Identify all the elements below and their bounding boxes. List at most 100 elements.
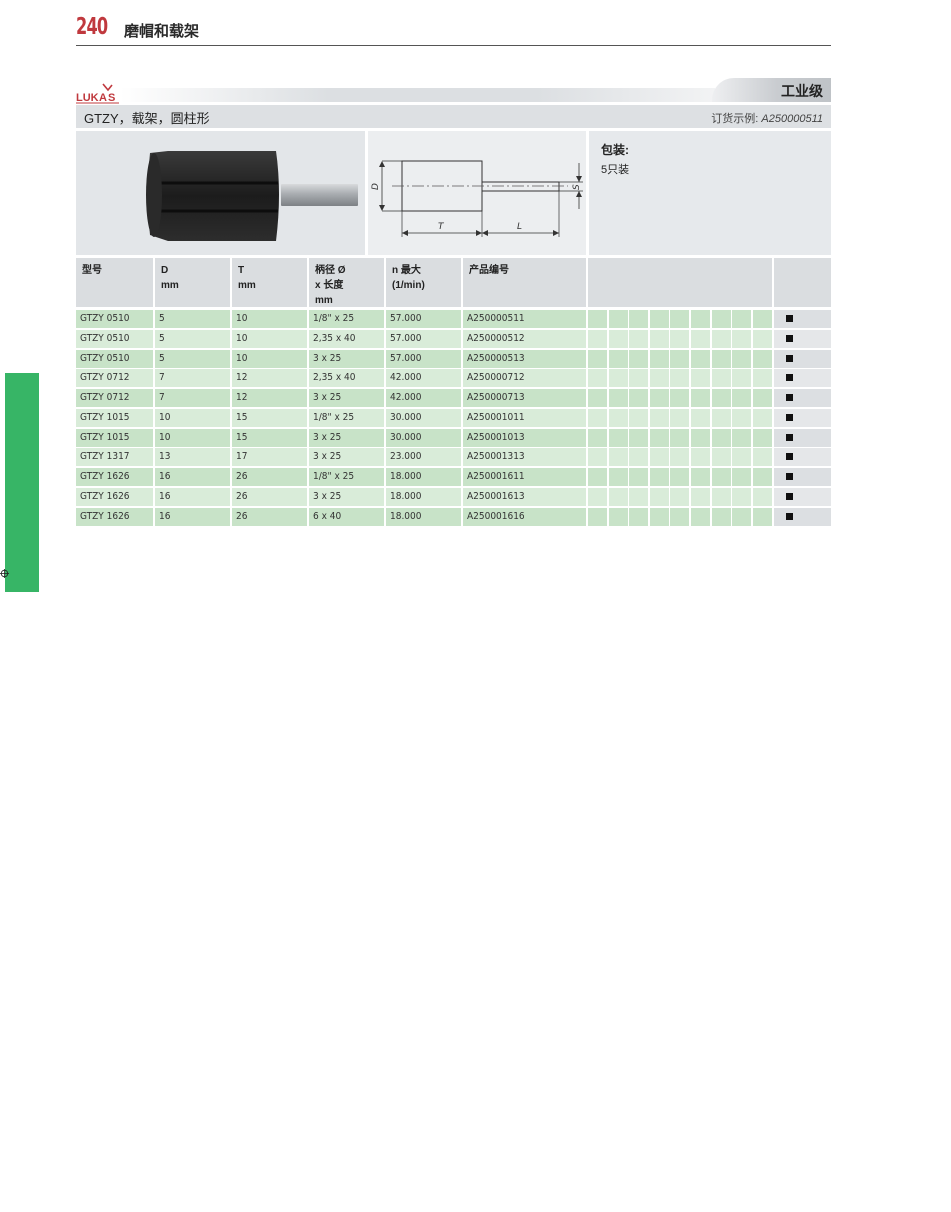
cell-value: 30.000 — [390, 411, 422, 423]
cell-shank: 2,35 x 40 — [309, 369, 384, 388]
grid-cell — [691, 369, 710, 388]
grid-cell — [608, 507, 628, 526]
cell-value: 3 x 25 — [313, 451, 342, 463]
grid-cell — [732, 428, 752, 447]
page-number: 240 — [76, 14, 108, 40]
cell-model: GTZY 1626 — [76, 468, 153, 486]
cell-value: GTZY 1317 — [80, 451, 130, 463]
cell-value: 10 — [236, 332, 248, 344]
cell-value: 26 — [236, 471, 248, 482]
cell-D: 16 — [155, 507, 230, 526]
available-square-icon — [786, 354, 793, 362]
header-unit: (1/min) — [392, 280, 425, 291]
cell-value: GTZY 1015 — [80, 411, 130, 423]
grid-cell — [649, 507, 669, 526]
grid-cell — [670, 349, 690, 368]
cell-n: 18.000 — [386, 507, 461, 526]
cell-product-no: A250000712 — [463, 369, 586, 388]
grid-cell — [608, 448, 628, 467]
grid-cell — [670, 408, 690, 427]
cell-value: A250001313 — [467, 451, 525, 463]
cell-value: A250001013 — [467, 431, 525, 443]
cell-value: GTZY 0510 — [80, 352, 130, 364]
table-row: GTZY 1317 13 17 3 x 25 23.000 A250001313 — [76, 448, 831, 467]
grid-cell — [691, 487, 710, 506]
cell-value: 1/8" x 25 — [313, 471, 355, 482]
grid-cell — [691, 448, 710, 467]
column-header-d: D mm — [155, 258, 230, 307]
cell-D: 7 — [155, 369, 230, 388]
cell-availability — [774, 448, 831, 467]
grid-cell — [711, 487, 731, 506]
grid-cell — [670, 468, 690, 486]
cell-shank: 3 x 25 — [309, 487, 384, 506]
cell-value: 16 — [159, 490, 171, 502]
grid-cell — [588, 408, 607, 427]
cell-shank: 3 x 25 — [309, 428, 384, 447]
grid-cell — [670, 448, 690, 467]
cell-value: A250001613 — [467, 490, 525, 502]
cell-value: 15 — [236, 431, 248, 443]
section-title: 磨帽和载架 — [124, 23, 200, 40]
grid-cell — [711, 408, 731, 427]
cell-value: GTZY 0712 — [80, 372, 130, 384]
grid-cell — [711, 428, 731, 447]
grid-cell — [649, 369, 669, 388]
packaging-value: 5只装 — [601, 164, 630, 176]
grid-cell — [629, 389, 649, 407]
cell-T: 12 — [232, 369, 307, 388]
grade-tab: 工业级 — [712, 78, 831, 102]
column-header-model: 型号 — [76, 258, 153, 307]
cell-model: GTZY 1626 — [76, 487, 153, 506]
cell-value: A250001011 — [467, 411, 525, 423]
grid-cell — [588, 507, 607, 526]
grid-cell — [649, 448, 669, 467]
cell-T: 15 — [232, 408, 307, 427]
grid-cell — [732, 310, 752, 328]
grid-cell — [691, 389, 710, 407]
cell-shank: 1/8" x 25 — [309, 408, 384, 427]
available-square-icon — [786, 473, 793, 480]
dimension-label-l: L — [517, 222, 522, 232]
grid-cell — [691, 468, 710, 486]
grid-cell — [732, 349, 752, 368]
grid-cell — [588, 310, 607, 328]
cell-value: 10 — [236, 352, 248, 364]
cell-D: 16 — [155, 487, 230, 506]
grid-cell — [588, 389, 607, 407]
cell-availability — [774, 369, 831, 388]
cell-n: 30.000 — [386, 428, 461, 447]
cell-value: 42.000 — [390, 372, 422, 384]
cell-value: 17 — [236, 451, 248, 463]
cell-T: 17 — [232, 448, 307, 467]
cell-value: 10 — [159, 431, 171, 443]
grid-cell — [711, 349, 731, 368]
grid-cell — [588, 468, 607, 486]
cell-value: 57.000 — [390, 313, 422, 324]
cell-value: 16 — [159, 510, 171, 522]
grid-cell — [732, 389, 752, 407]
cell-value: 1/8" x 25 — [313, 313, 355, 324]
cell-availability — [774, 487, 831, 506]
grid-cell — [629, 408, 649, 427]
available-square-icon — [786, 512, 793, 520]
header-text: x 长度 — [315, 280, 344, 291]
column-header-product-no: 产品编号 — [463, 258, 586, 307]
grid-cell — [588, 369, 607, 388]
cell-product-no: A250001313 — [463, 448, 586, 467]
cell-D: 5 — [155, 349, 230, 368]
cell-T: 26 — [232, 507, 307, 526]
cell-value: 23.000 — [390, 451, 422, 463]
grid-cell — [608, 468, 628, 486]
header-unit: mm — [238, 280, 256, 291]
cell-availability — [774, 389, 831, 407]
cell-value: 15 — [236, 411, 248, 423]
grid-cell — [649, 329, 669, 348]
grid-cell — [752, 408, 772, 427]
crosshair-icon — [0, 569, 9, 578]
dimension-label-d: D — [371, 183, 381, 190]
cell-value: 13 — [159, 451, 171, 463]
